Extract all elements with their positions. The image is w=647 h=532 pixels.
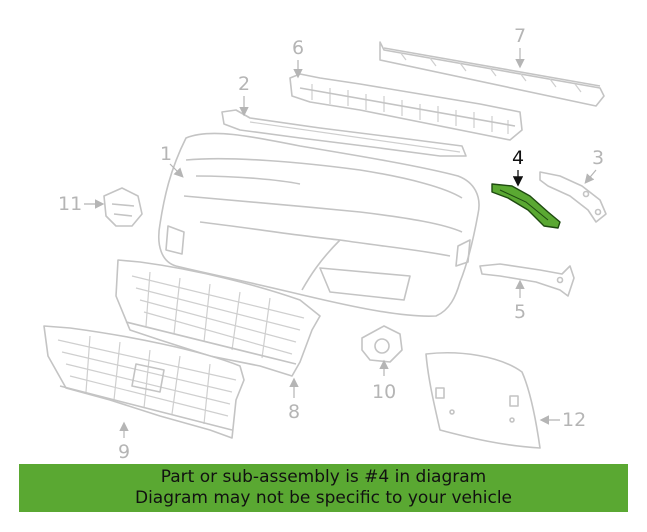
part-5-lower-bracket <box>479 263 575 297</box>
part-info-banner: Part or sub-assembly is #4 in diagram Di… <box>19 464 628 512</box>
banner-line-disclaimer: Diagram may not be specific to your vehi… <box>134 488 512 508</box>
part-12-license-plate-bracket <box>425 352 541 449</box>
callout-10: 10 <box>372 381 396 403</box>
part-9-lower-grille <box>43 325 245 439</box>
part-1-bumper-fascia <box>158 132 480 317</box>
callout-6: 6 <box>292 37 304 59</box>
part-3-side-bracket <box>539 171 607 223</box>
callout-2: 2 <box>238 73 250 95</box>
parts-diagram: 1 2 3 4 5 6 7 8 9 10 11 12 <box>43 25 607 463</box>
part-6-energy-absorber <box>289 73 523 141</box>
part-8-upper-grille <box>115 259 321 377</box>
part-4-bumper-bracket <box>491 183 561 229</box>
part-11-side-mount <box>103 187 143 227</box>
callout-9: 9 <box>118 441 130 463</box>
callout-12: 12 <box>562 409 586 431</box>
part-7-reinforcement-bar <box>379 41 605 107</box>
part-10-fog-lamp-bezel <box>361 325 403 363</box>
callout-3: 3 <box>592 147 604 169</box>
callout-8: 8 <box>288 401 300 423</box>
callout-4: 4 <box>512 147 524 169</box>
callout-1: 1 <box>160 143 172 165</box>
callout-5: 5 <box>514 301 526 323</box>
callout-7: 7 <box>514 25 526 47</box>
callout-11: 11 <box>58 193 82 215</box>
banner-line-part: Part or sub-assembly is #4 in diagram <box>160 467 487 487</box>
part-2-upper-bracket <box>221 109 467 157</box>
